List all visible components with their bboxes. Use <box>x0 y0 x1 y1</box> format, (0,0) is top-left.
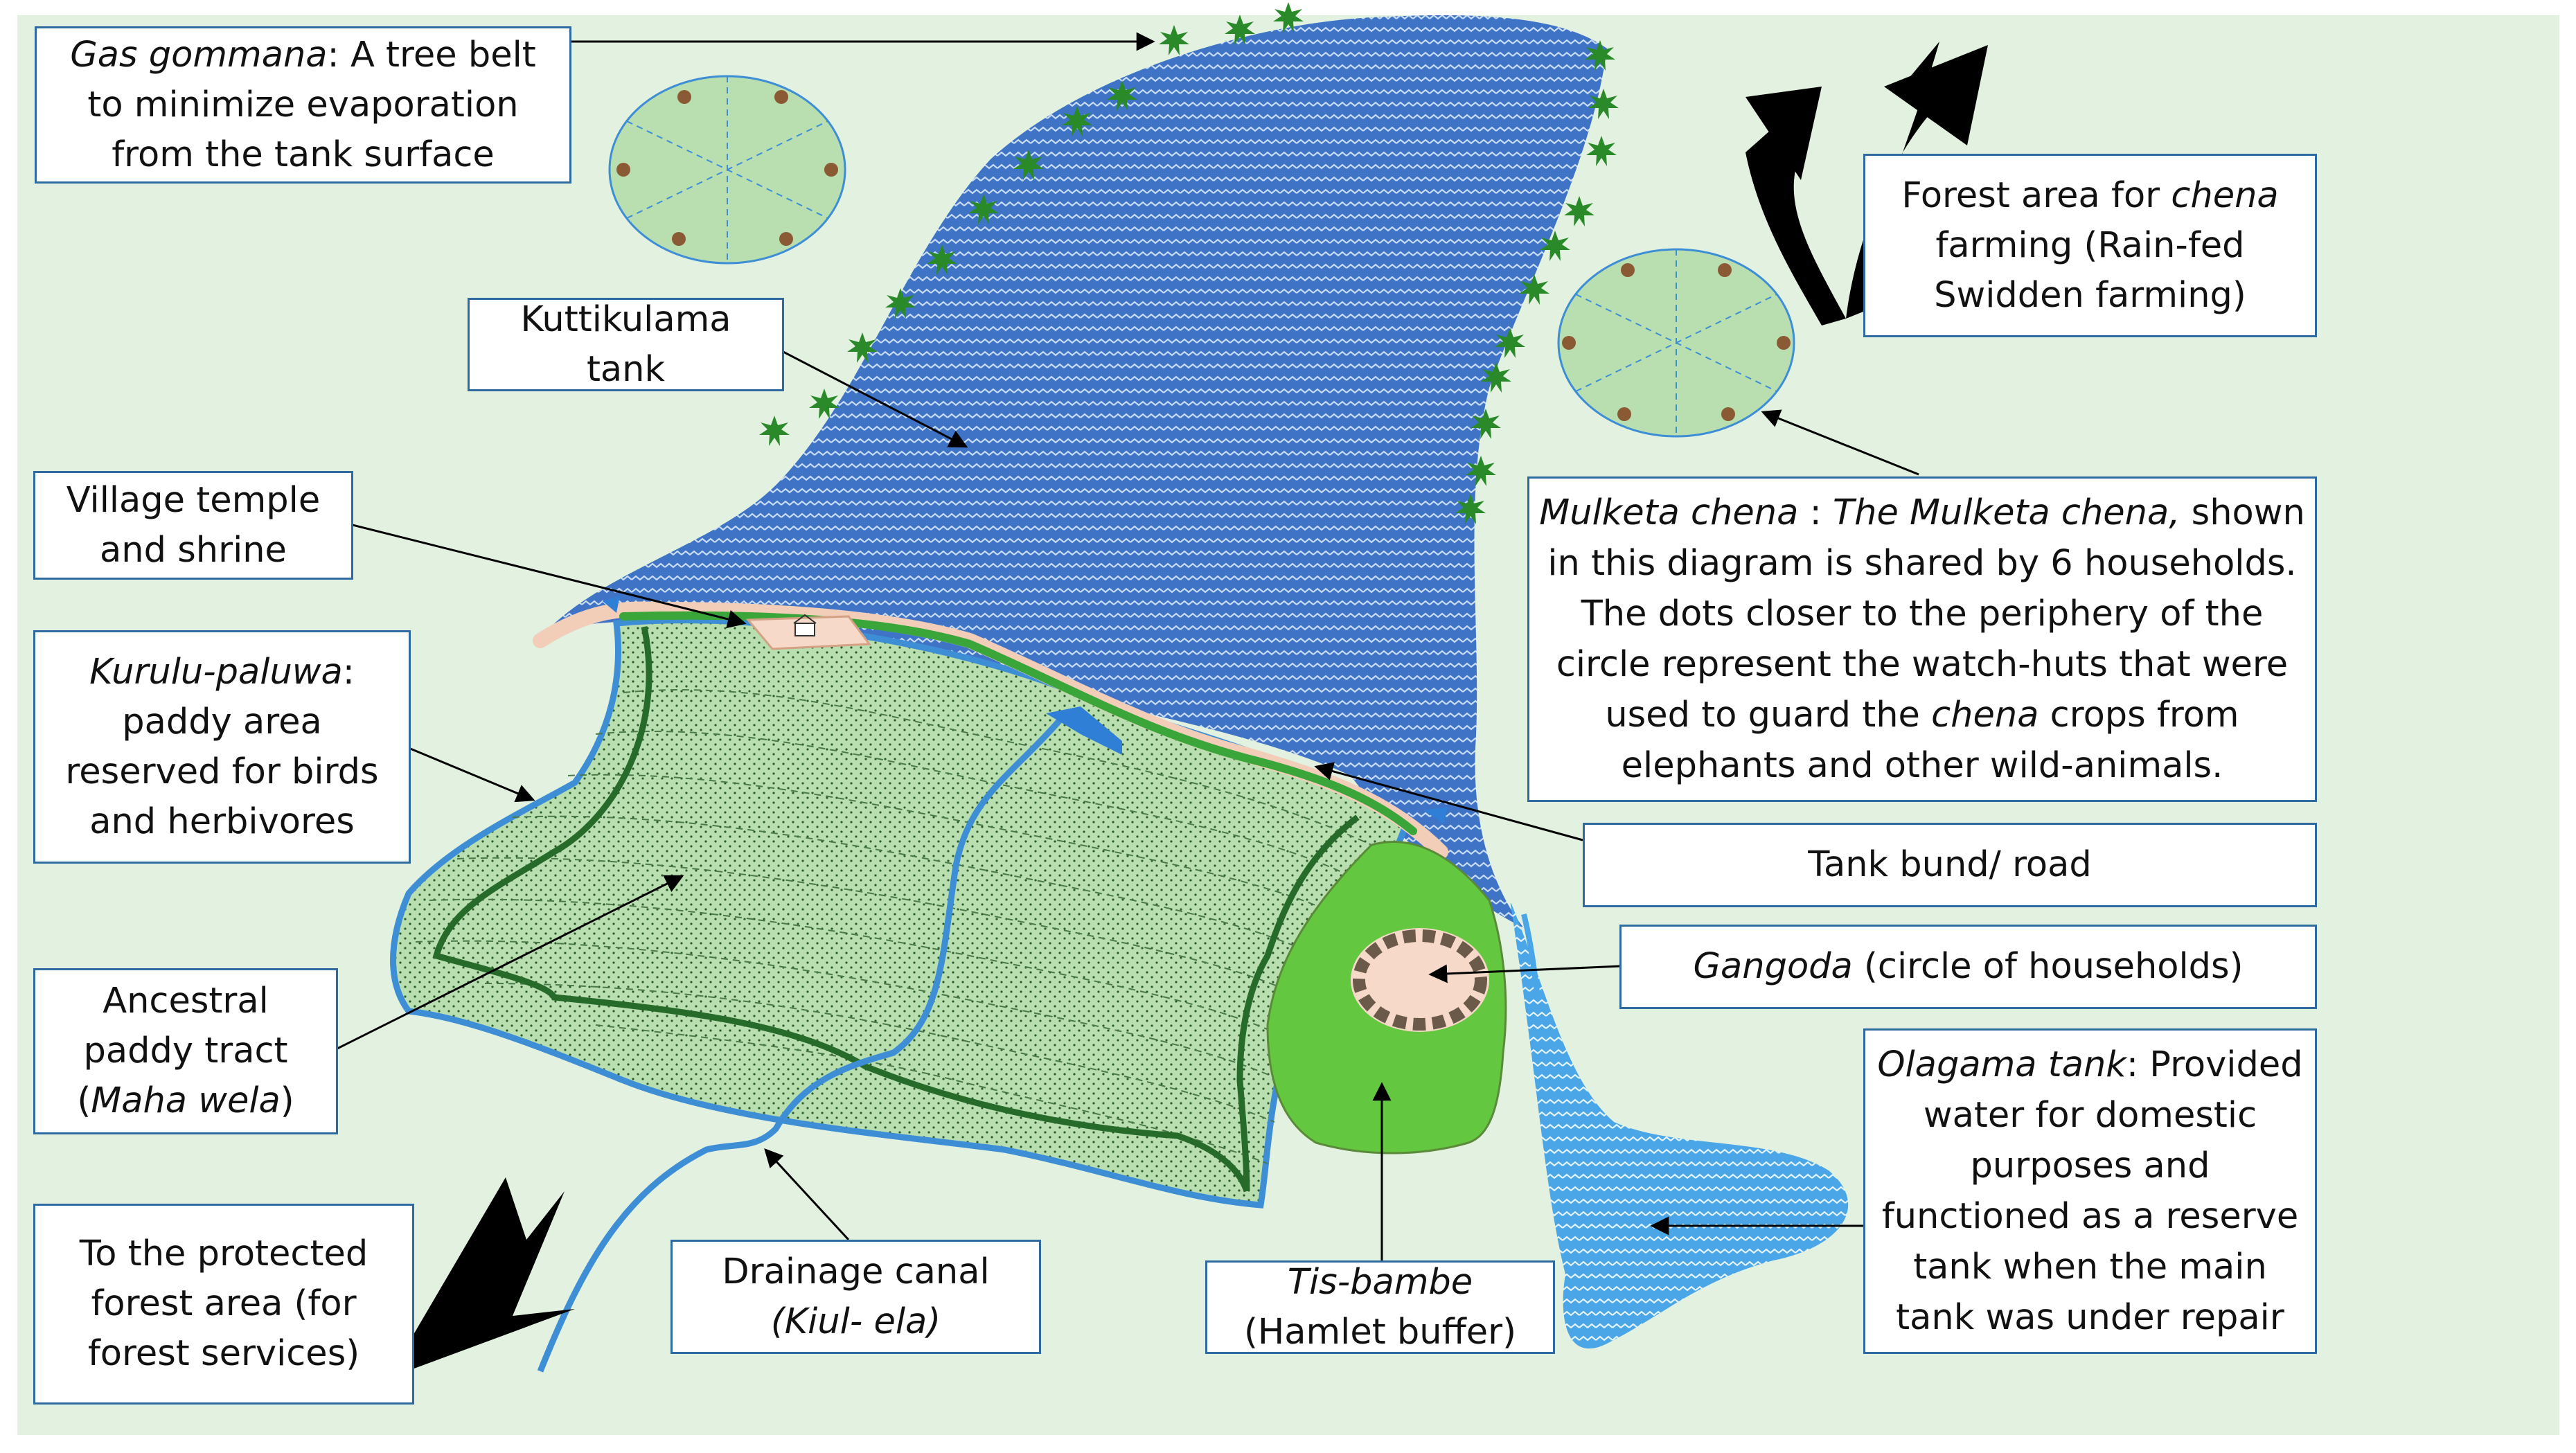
label-forest-chena-term: chena <box>2171 175 2279 216</box>
label-mulketa-post-1: shown <box>2180 492 2305 533</box>
label-village-temple: Village temple and shrine <box>33 471 353 580</box>
label-gas-gommana-line-3: from the tank surface <box>112 134 495 175</box>
chena-circle-east <box>1557 248 1795 438</box>
label-kurulu-paluwa-rest: : <box>342 651 355 693</box>
paddy-contours <box>415 689 1372 1164</box>
label-ancestral-paddy: Ancestral paddy tract (Maha wela) <box>33 968 338 1134</box>
label-kurulu-paluwa: Kurulu-paluwa: paddy area reserved for b… <box>33 630 411 864</box>
label-ancestral-post: ) <box>280 1080 294 1121</box>
kurulu-paluwa-boundary <box>432 626 1250 1193</box>
label-mulketa-line-4: circle represent the watch-huts that wer… <box>1556 644 2289 685</box>
leader-lines <box>335 32 1919 1260</box>
label-mulketa-term-2: The Mulketa chena, <box>1832 492 2180 533</box>
label-olagama-line-4: functioned as a reserve <box>1881 1196 2299 1237</box>
label-drainage-term: (Kiul- ela) <box>770 1301 941 1342</box>
label-protected-forest: To the protected forest area (for forest… <box>33 1204 414 1405</box>
label-mulketa-line-6: elephants and other wild-animals. <box>1621 745 2223 786</box>
label-olagama-tank: Olagama tank: Provided water for domesti… <box>1863 1028 2317 1354</box>
label-olagama-line-2: water for domestic <box>1923 1095 2257 1136</box>
label-olagama-term: Olagama tank <box>1877 1044 2126 1085</box>
label-forest-chena: Forest area for chena farming (Rain-fed … <box>1863 154 2317 337</box>
sluice-2 <box>1046 706 1122 755</box>
label-temple-line-1: Village temple <box>66 479 321 521</box>
label-ancestral-term: Maha wela <box>91 1080 281 1121</box>
label-mulketa-line-2: in this diagram is shared by 6 household… <box>1547 543 2297 584</box>
label-tis-bambe: Tis-bambe (Hamlet buffer) <box>1205 1260 1555 1354</box>
label-tank-bund: Tank bund/ road <box>1583 823 2317 907</box>
label-ancestral-line-2: paddy tract <box>83 1031 288 1071</box>
label-mulketa-post-5: crops from <box>2038 695 2239 736</box>
label-tank-bund-line-1: Tank bund/ road <box>1808 844 2092 885</box>
label-kurulu-paluwa-line-3: reserved for birds <box>65 751 379 792</box>
label-protected-forest-line-3: forest services) <box>87 1333 360 1374</box>
label-temple-line-2: and shrine <box>100 529 287 571</box>
label-mulketa-chena: Mulketa chena : The Mulketa chena, shown… <box>1527 476 2317 802</box>
label-gas-gommana: Gas gommana: A tree belt to minimize eva… <box>35 26 571 184</box>
label-kuttikulama: Kuttikulama tank <box>468 298 784 391</box>
label-forest-chena-line-2: farming (Rain-fed <box>1935 224 2245 266</box>
label-gas-gommana-rest: : A tree belt <box>327 34 536 75</box>
label-kurulu-paluwa-line-2: paddy area <box>122 701 322 742</box>
label-mulketa-sep: : <box>1798 492 1833 533</box>
label-mulketa-pre-5: used to guard the <box>1605 695 1932 736</box>
label-gangoda-term: Gangoda <box>1693 946 1853 987</box>
label-gas-gommana-term: Gas gommana <box>70 34 328 75</box>
label-gangoda: Gangoda (circle of households) <box>1619 925 2317 1009</box>
temple-icon <box>745 614 871 650</box>
label-gangoda-rest: (circle of households) <box>1852 946 2244 987</box>
label-mulketa-term-5: chena <box>1931 695 2039 736</box>
label-forest-chena-pre: Forest area for <box>1901 175 2171 216</box>
label-olagama-line-6: tank was under repair <box>1896 1297 2284 1338</box>
label-drainage-canal: Drainage canal (Kiul- ela) <box>670 1240 1041 1354</box>
kuttikulama-tank <box>547 15 1607 928</box>
label-kuttikulama-line-1: Kuttikulama <box>520 298 731 340</box>
label-mulketa-term-1: Mulketa chena <box>1539 492 1799 533</box>
label-ancestral-line-1: Ancestral <box>103 981 269 1022</box>
label-drainage-line-1: Drainage canal <box>722 1251 990 1292</box>
label-gas-gommana-line-2: to minimize evaporation <box>87 84 519 125</box>
chena-circle-west <box>608 75 846 265</box>
olagama-tank <box>1510 900 1849 1349</box>
label-protected-forest-line-2: forest area (for <box>91 1283 357 1324</box>
label-olagama-line-5: tank when the main <box>1913 1247 2267 1287</box>
label-tis-bambe-line-2: (Hamlet buffer) <box>1243 1311 1516 1353</box>
label-forest-chena-line-3: Swidden farming) <box>1934 274 2246 316</box>
label-olagama-rest: : Provided <box>2126 1044 2303 1085</box>
down-left-arrow-icon <box>388 1177 575 1378</box>
label-tis-bambe-term: Tis-bambe <box>1287 1261 1473 1303</box>
label-kurulu-paluwa-line-4: and herbivores <box>89 801 355 842</box>
label-kurulu-paluwa-term: Kurulu-paluwa <box>89 651 343 693</box>
kurulu-paluwa-boundary-east <box>1236 814 1360 1192</box>
gangoda-circle <box>1351 928 1489 1032</box>
label-ancestral-pre: ( <box>77 1080 91 1121</box>
sluice-3 <box>1423 807 1448 824</box>
stream <box>1521 913 1540 998</box>
label-olagama-line-3: purposes and <box>1970 1146 2210 1186</box>
drainage-canal <box>537 718 1063 1373</box>
label-kuttikulama-line-2: tank <box>586 348 666 390</box>
label-mulketa-line-3: The dots closer to the periphery of the <box>1581 594 2264 634</box>
label-protected-forest-line-1: To the protected <box>79 1233 368 1274</box>
sluice-1 <box>603 596 620 613</box>
